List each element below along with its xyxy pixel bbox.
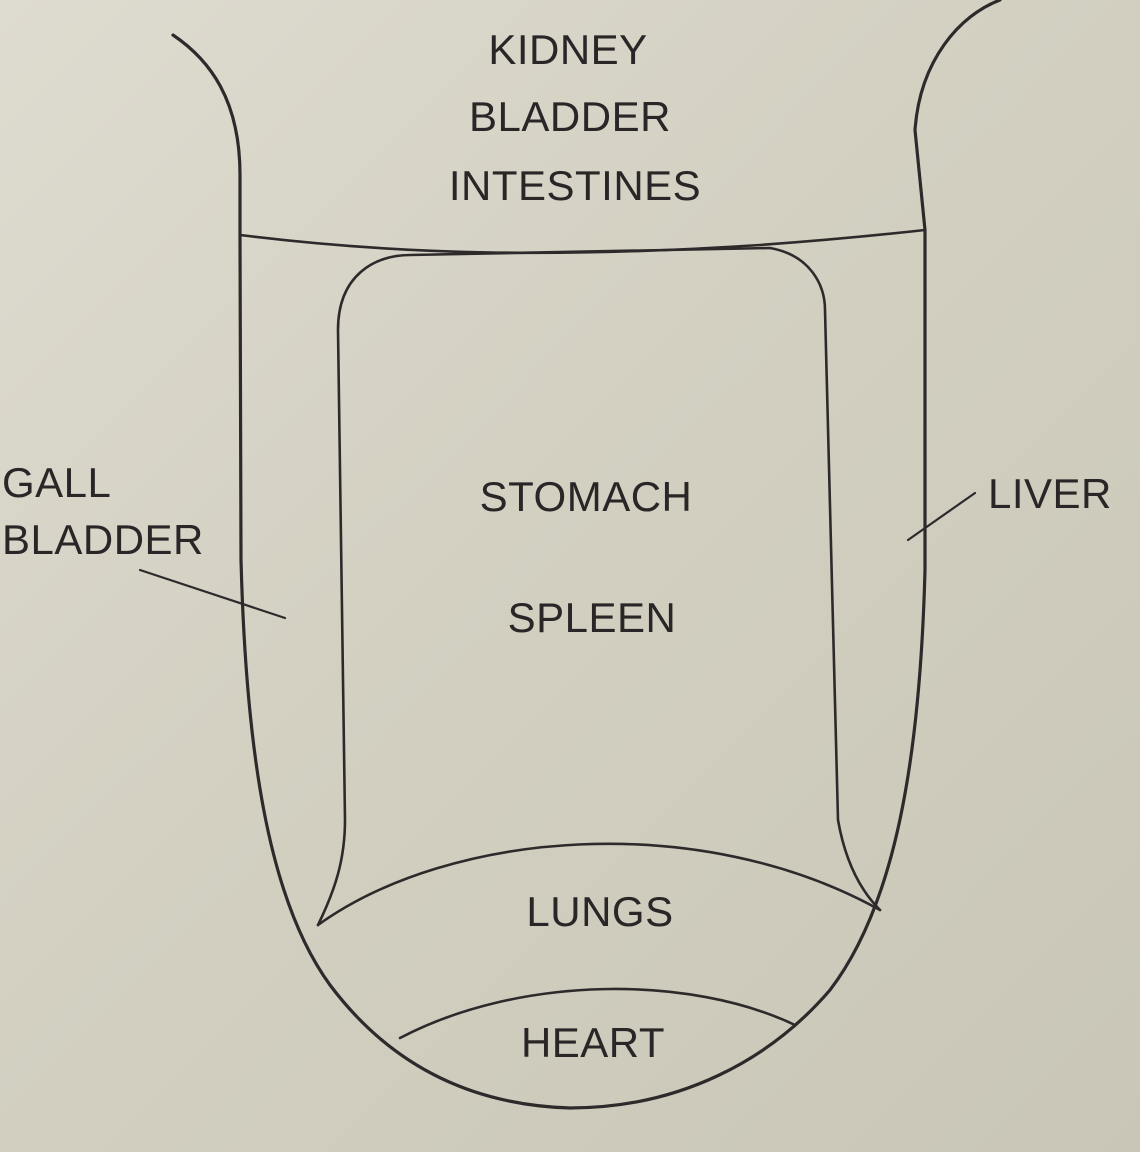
tongue-outline (171, 0, 1002, 1110)
label-lungs: LUNGS (526, 888, 673, 935)
heart-zone-divider (398, 987, 797, 1040)
liver-leader (906, 491, 977, 542)
label-intestines: INTESTINES (449, 162, 701, 209)
label-spleen: SPLEEN (508, 594, 677, 641)
label-gall: GALL (2, 459, 111, 506)
label-bladder: BLADDER (469, 93, 671, 140)
label-stomach: STOMACH (480, 473, 693, 520)
label-liver: LIVER (988, 470, 1112, 517)
label-kidney: KIDNEY (488, 26, 647, 73)
central-zone-boundary (316, 246, 882, 927)
lungs-zone-divider (316, 842, 882, 927)
top-zone-divider (238, 228, 927, 255)
label-gall-bladder: BLADDER (2, 516, 204, 563)
label-heart: HEART (521, 1019, 665, 1066)
gall-bladder-leader (138, 568, 287, 620)
